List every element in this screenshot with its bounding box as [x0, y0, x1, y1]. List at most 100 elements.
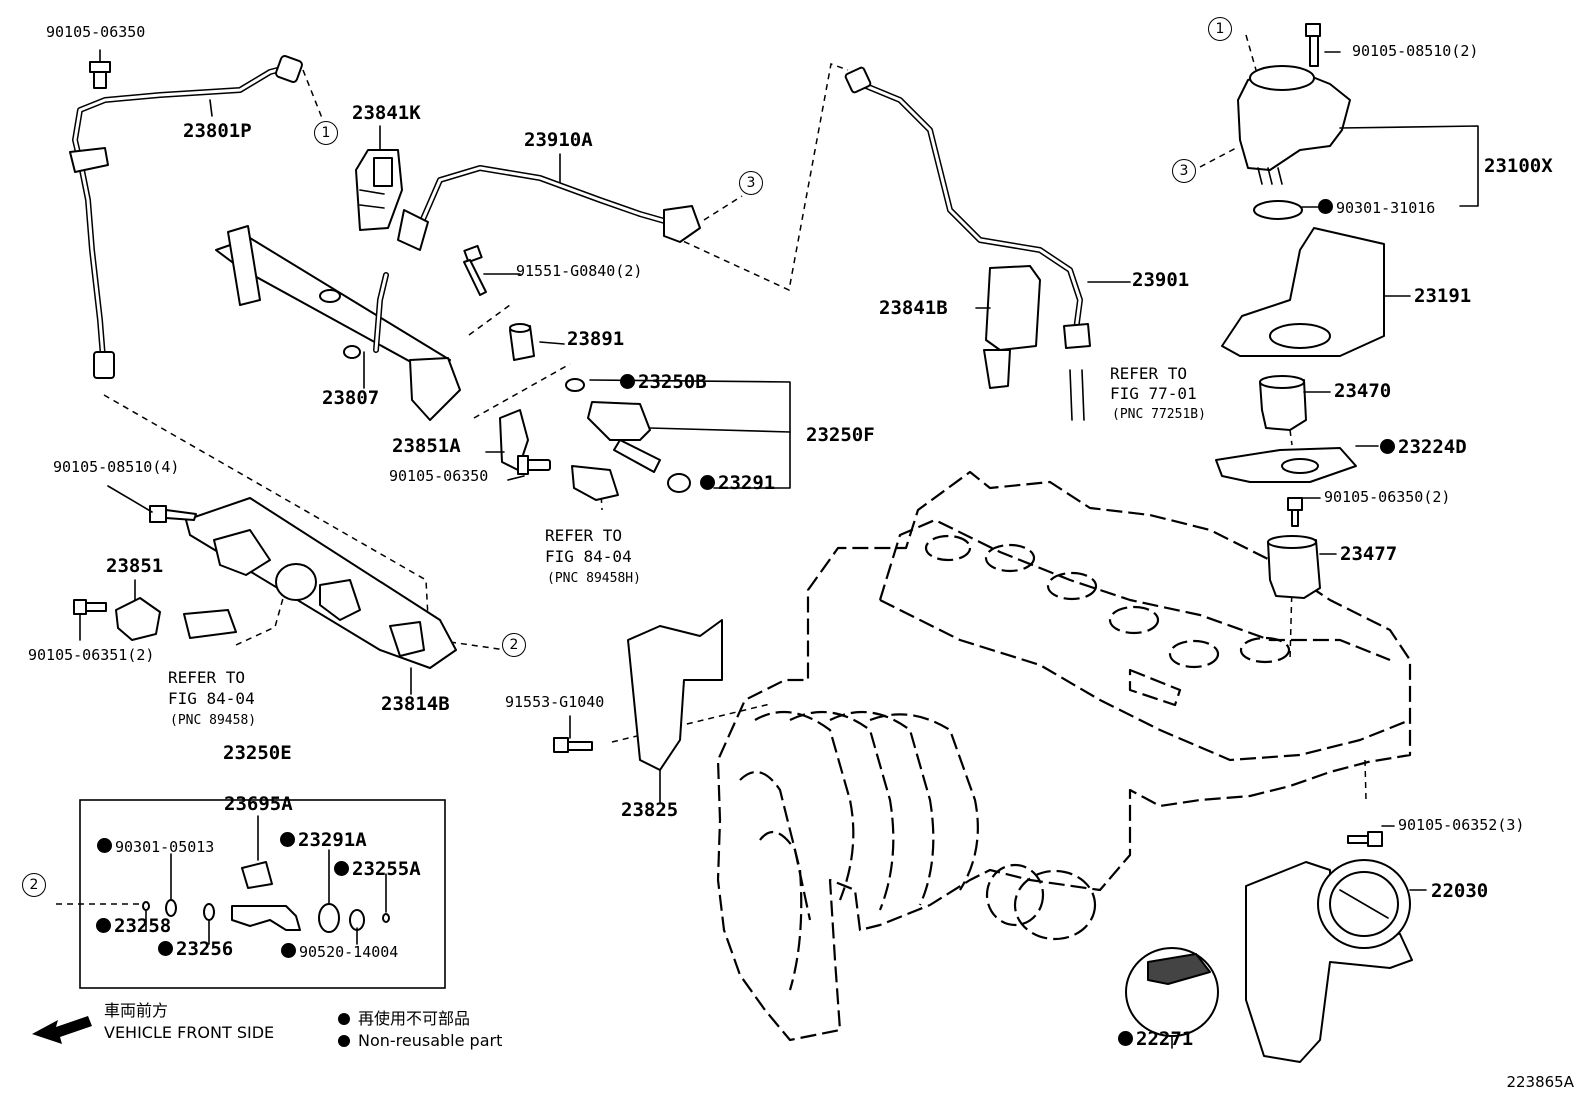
label-23256: 23256 [158, 940, 233, 959]
label-23250B: 23250B [620, 373, 707, 392]
front-arrow-icon [32, 1016, 92, 1044]
label-23841K: 23841K [352, 102, 421, 124]
label-23801P: 23801P [183, 120, 252, 142]
label-23224D: 23224D [1380, 438, 1467, 457]
label-23224D-text: 23224D [1398, 436, 1467, 458]
label-90301-05013-text: 90301-05013 [115, 838, 215, 856]
label-23291-text: 23291 [718, 472, 776, 494]
refer-note-c-line2: FIG 77-01 [1110, 384, 1197, 403]
label-23250B-text: 23250B [638, 371, 707, 393]
assembly-lines [56, 34, 1367, 905]
label-23814B: 23814B [381, 693, 450, 715]
label-23910A: 23910A [524, 129, 593, 151]
label-23258: 23258 [96, 917, 171, 936]
collar-23891 [509, 323, 535, 361]
refer-note-b-line1: REFER TO [168, 668, 246, 687]
non-reusable-dot-icon [620, 374, 635, 389]
leader-lines [79, 49, 1479, 945]
fuel-pipe-23801P [69, 55, 303, 379]
bolt-91553 [553, 737, 593, 753]
label-91551-G0840: 91551-G0840(2) [516, 262, 643, 280]
sleeve-23477 [1267, 535, 1321, 599]
label-23258-text: 23258 [114, 915, 172, 937]
label-23851A: 23851A [392, 435, 461, 457]
hose-23901 [844, 66, 1091, 421]
fuel-pump-23100X [1237, 23, 1351, 185]
bolt-90105-06352 [1347, 831, 1383, 847]
callout-1-top: 1 [314, 121, 338, 145]
label-23291A: 23291A [280, 831, 367, 850]
refer-note-b-pnc: (PNC 89458) [170, 713, 257, 728]
label-23250E: 23250E [223, 742, 292, 764]
label-23256-text: 23256 [176, 938, 234, 960]
delivery-pipe-23807 [215, 225, 461, 421]
legend-direction-en: VEHICLE FRONT SIDE [104, 1022, 275, 1042]
kit-23250E [79, 799, 446, 989]
refer-note-a-line1: REFER TO [545, 526, 623, 545]
label-90105-06350-mid: 90105-06350 [389, 467, 489, 485]
callout-1-right: 1 [1208, 17, 1232, 41]
callout-3-pump: 3 [1172, 159, 1196, 183]
label-23825: 23825 [621, 799, 679, 821]
label-90105-06352: 90105-06352(3) [1398, 816, 1525, 834]
bracket-23825 [627, 619, 723, 771]
label-90105-06350-top: 90105-06350 [46, 23, 146, 41]
label-23841B: 23841B [879, 297, 948, 319]
non-reusable-dot-icon [338, 1034, 350, 1047]
non-reusable-dot-icon [281, 943, 296, 958]
gasket-23224D [1215, 447, 1357, 483]
label-91553-G1040: 91553-G1040 [505, 693, 605, 711]
refer-note-a-pnc: (PNC 89458H) [547, 571, 641, 586]
gasket-22271 [1125, 947, 1219, 1049]
throttle-body-22030 [1245, 859, 1413, 1063]
label-90520-14004: 90520-14004 [281, 943, 398, 960]
label-90105-06351: 90105-06351(2) [28, 646, 155, 664]
connector-23841K [355, 149, 403, 231]
engine-outline [716, 470, 1412, 1042]
label-23695A: 23695A [224, 793, 293, 815]
legend-nonreusable-jp-row: 再使用不可部品 [338, 1008, 502, 1030]
non-reusable-dot-icon [1118, 1031, 1133, 1046]
label-22271-text: 22271 [1136, 1028, 1194, 1050]
label-22030: 22030 [1431, 880, 1489, 902]
label-90520-14004-text: 90520-14004 [299, 943, 399, 961]
legend-nonreusable-en-row: Non-reusable part [338, 1030, 502, 1052]
refer-note-b-line2: FIG 84-04 [168, 689, 255, 708]
label-90301-05013: 90301-05013 [97, 838, 214, 855]
callout-3-hose: 3 [739, 171, 763, 195]
non-reusable-dot-icon [1318, 199, 1333, 214]
bolt-91551 [463, 244, 487, 296]
non-reusable-dot-icon [280, 832, 295, 847]
hose-23910A [397, 165, 701, 251]
label-90105-06350-2: 90105-06350(2) [1324, 488, 1451, 506]
non-reusable-dot-icon [338, 1013, 350, 1025]
insulator-23191 [1221, 227, 1385, 357]
label-23807: 23807 [322, 387, 380, 409]
callout-2-kit: 2 [22, 873, 46, 897]
label-23901: 23901 [1132, 269, 1190, 291]
label-90105-08510-2: 90105-08510(2) [1352, 42, 1479, 60]
label-23851: 23851 [106, 555, 164, 577]
bolt-90105-06350-mid [517, 455, 551, 475]
non-reusable-dot-icon [1380, 439, 1395, 454]
non-reusable-dot-icon [96, 918, 111, 933]
non-reusable-dot-icon [334, 861, 349, 876]
bolt-90105-06350-2 [1287, 497, 1303, 527]
legend-direction: 車両前方 VEHICLE FRONT SIDE [104, 1000, 274, 1043]
bolt-90105-06351 [73, 599, 107, 615]
label-23255A: 23255A [334, 860, 421, 879]
legend-nonreusable-en: Non-reusable part [358, 1030, 503, 1050]
callout-2-rail: 2 [502, 633, 526, 657]
legend-nonreusable: 再使用不可部品 Non-reusable part [338, 1008, 502, 1051]
refer-note-a-line2: FIG 84-04 [545, 547, 632, 566]
label-23891: 23891 [567, 328, 625, 350]
cover-23851 [115, 597, 161, 641]
label-90301-31016: 90301-31016 [1318, 199, 1435, 216]
label-23477: 23477 [1340, 543, 1398, 565]
label-23100X: 23100X [1484, 155, 1553, 177]
label-23291: 23291 [700, 474, 775, 493]
non-reusable-dot-icon [700, 475, 715, 490]
o-ring-90301-31016 [1253, 200, 1303, 220]
lifter-23470 [1259, 375, 1307, 431]
